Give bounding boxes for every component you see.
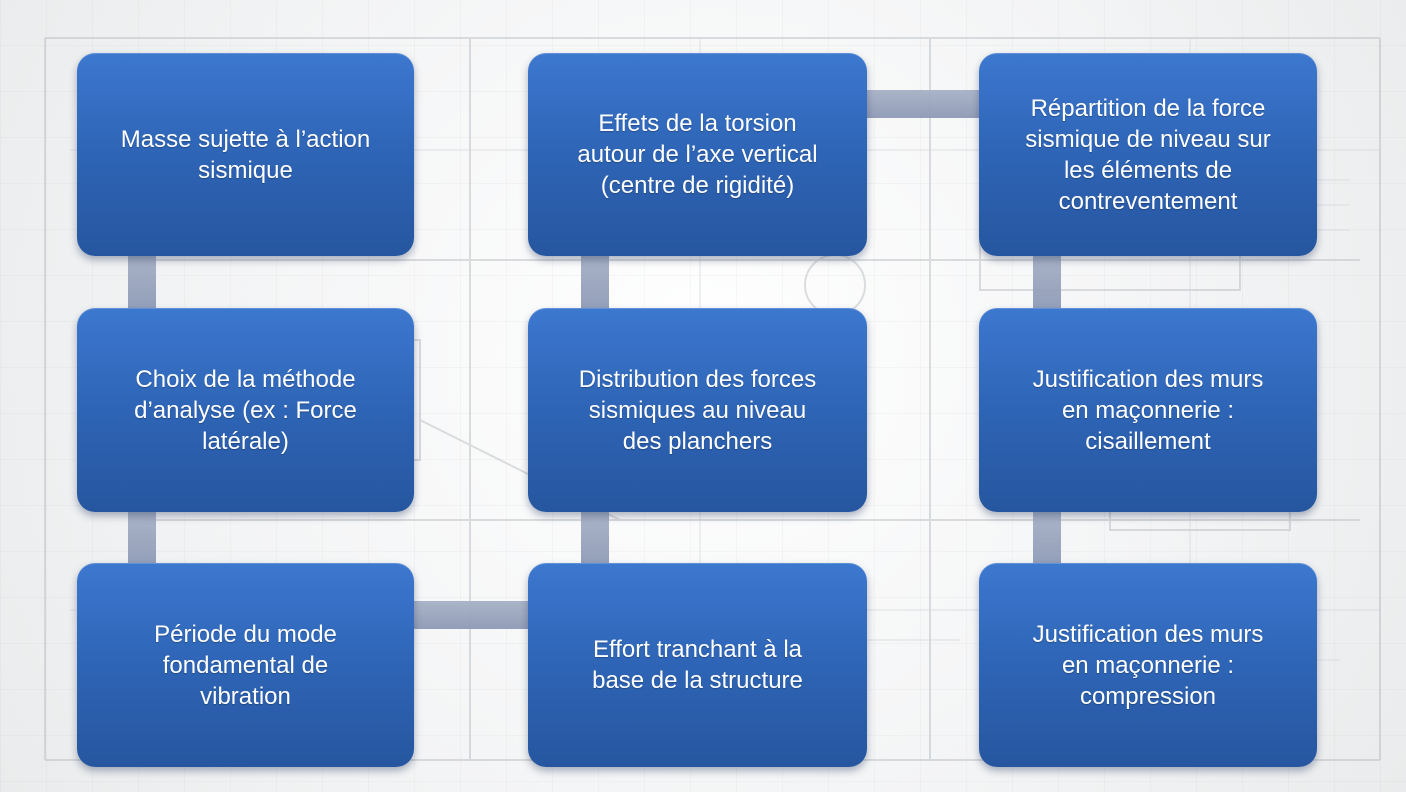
node-effets-torsion-label: Effets de la torsion autour de l’axe ver… [577,110,818,199]
node-effets-torsion: Effets de la torsion autour de l’axe ver… [528,53,867,256]
connector-effort-distribution [581,510,609,568]
node-masse-sujette-label: Masse sujette à l’action sismique [120,125,371,184]
node-justification-compression: Justification des murs en maçonnerie : c… [979,563,1317,767]
node-justification-cisaillement-label: Justification des murs en maçonnerie : c… [1032,365,1264,455]
connector-torsion-repartition [860,90,984,118]
node-justification-cisaillement: Justification des murs en maçonnerie : c… [979,308,1317,512]
node-periode-mode-label: Période du mode fondamental de vibration [154,620,337,710]
connector-distribution-torsion [581,250,609,312]
node-repartition-force: Répartition de la force sismique de nive… [979,53,1317,256]
node-choix-methode: Choix de la méthode d’analyse (ex : Forc… [77,308,414,512]
node-justification-compression-label: Justification des murs en maçonnerie : c… [1032,620,1264,710]
node-distribution-forces: Distribution des forces sismiques au niv… [528,308,867,512]
connector-cisaillement-compression [1033,510,1061,568]
node-effort-tranchant: Effort tranchant à la base de la structu… [528,563,867,767]
node-choix-methode-label: Choix de la méthode d’analyse (ex : Forc… [134,365,357,455]
connector-masse-choix [128,250,156,312]
connector-periode-effort [410,601,532,629]
node-effort-tranchant-label: Effort tranchant à la base de la structu… [592,636,803,694]
node-periode-mode: Période du mode fondamental de vibration [77,563,414,767]
connector-choix-periode [128,510,156,568]
node-repartition-force-label: Répartition de la force sismique de nive… [1025,94,1271,215]
connector-repartition-cisaillement [1033,250,1061,312]
node-distribution-forces-label: Distribution des forces sismiques au niv… [578,365,817,455]
node-masse-sujette: Masse sujette à l’action sismique [77,53,414,256]
